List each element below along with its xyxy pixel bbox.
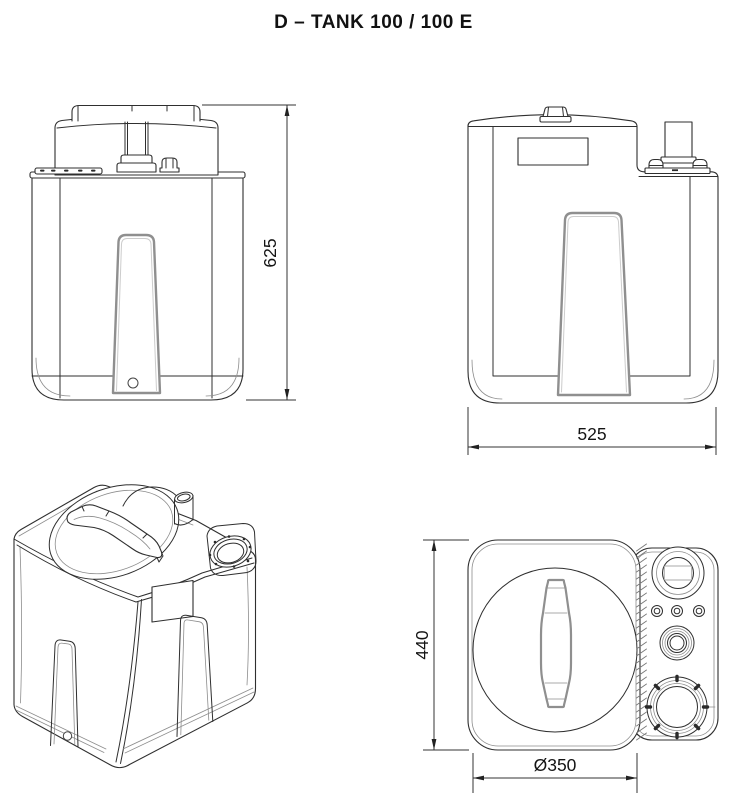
top-pump-head bbox=[651, 546, 705, 600]
top-cable-gland bbox=[659, 625, 695, 661]
side-suction-pipe bbox=[644, 121, 711, 175]
top-view-drawing: 440 Ø350 bbox=[412, 539, 719, 793]
front-cable-gland bbox=[159, 157, 180, 173]
iso-filler-opening bbox=[206, 523, 257, 577]
side-width-label: 525 bbox=[577, 424, 606, 444]
side-view-drawing: 525 bbox=[467, 106, 719, 455]
top-lid-handle bbox=[539, 578, 573, 709]
front-tank-outline bbox=[29, 104, 246, 401]
front-height-dimension: 625 bbox=[202, 104, 296, 401]
iso-pump-and-pipe bbox=[122, 486, 194, 526]
isometric-view-drawing bbox=[13, 484, 257, 769]
front-mounting-plate bbox=[34, 167, 103, 175]
top-depth-label: 440 bbox=[412, 630, 432, 659]
front-height-label: 625 bbox=[260, 238, 280, 267]
lid-diameter-label: Ø350 bbox=[534, 755, 577, 775]
front-view-drawing: 625 bbox=[29, 104, 296, 401]
top-fastener-holes bbox=[651, 605, 705, 617]
side-recess-panel bbox=[556, 211, 632, 397]
top-curved-edge-hatching bbox=[636, 543, 647, 741]
front-recess-panel bbox=[111, 233, 162, 395]
drawing-title: D – TANK 100 / 100 E bbox=[274, 12, 473, 33]
top-screw-cap bbox=[644, 674, 716, 740]
side-width-dimension: 525 bbox=[467, 407, 717, 455]
front-drain-hole bbox=[127, 377, 139, 389]
iso-drain-hole bbox=[62, 731, 73, 741]
iso-side-recesses bbox=[50, 614, 214, 747]
iso-lid bbox=[48, 484, 180, 580]
lid-diameter-dimension: Ø350 bbox=[472, 753, 638, 793]
front-lid-handle bbox=[71, 104, 201, 122]
side-vent-cap bbox=[539, 106, 572, 123]
iso-lid-handle bbox=[66, 504, 164, 563]
side-tank-outline bbox=[467, 106, 719, 404]
side-label-plate bbox=[517, 137, 589, 166]
front-pump-column bbox=[116, 121, 157, 173]
top-depth-dimension: 440 bbox=[412, 539, 469, 751]
